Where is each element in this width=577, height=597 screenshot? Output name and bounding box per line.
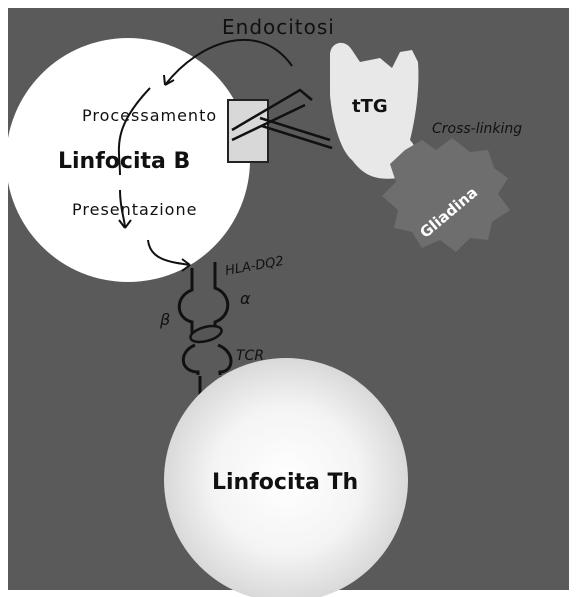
- label-endocitosi: Endocitosi: [222, 15, 335, 39]
- label-tcr: TCR: [236, 348, 264, 364]
- label-beta: β: [159, 310, 170, 329]
- label-ttg: tTG: [352, 96, 388, 117]
- label-linfocita-b: Linfocita B: [58, 149, 190, 174]
- label-linfocita-th: Linfocita Th: [212, 470, 358, 495]
- label-alpha: α: [240, 289, 251, 308]
- label-presentazione: Presentazione: [72, 200, 197, 219]
- label-cross-linking: Cross-linking: [432, 121, 522, 137]
- label-processamento: Processamento: [82, 106, 217, 125]
